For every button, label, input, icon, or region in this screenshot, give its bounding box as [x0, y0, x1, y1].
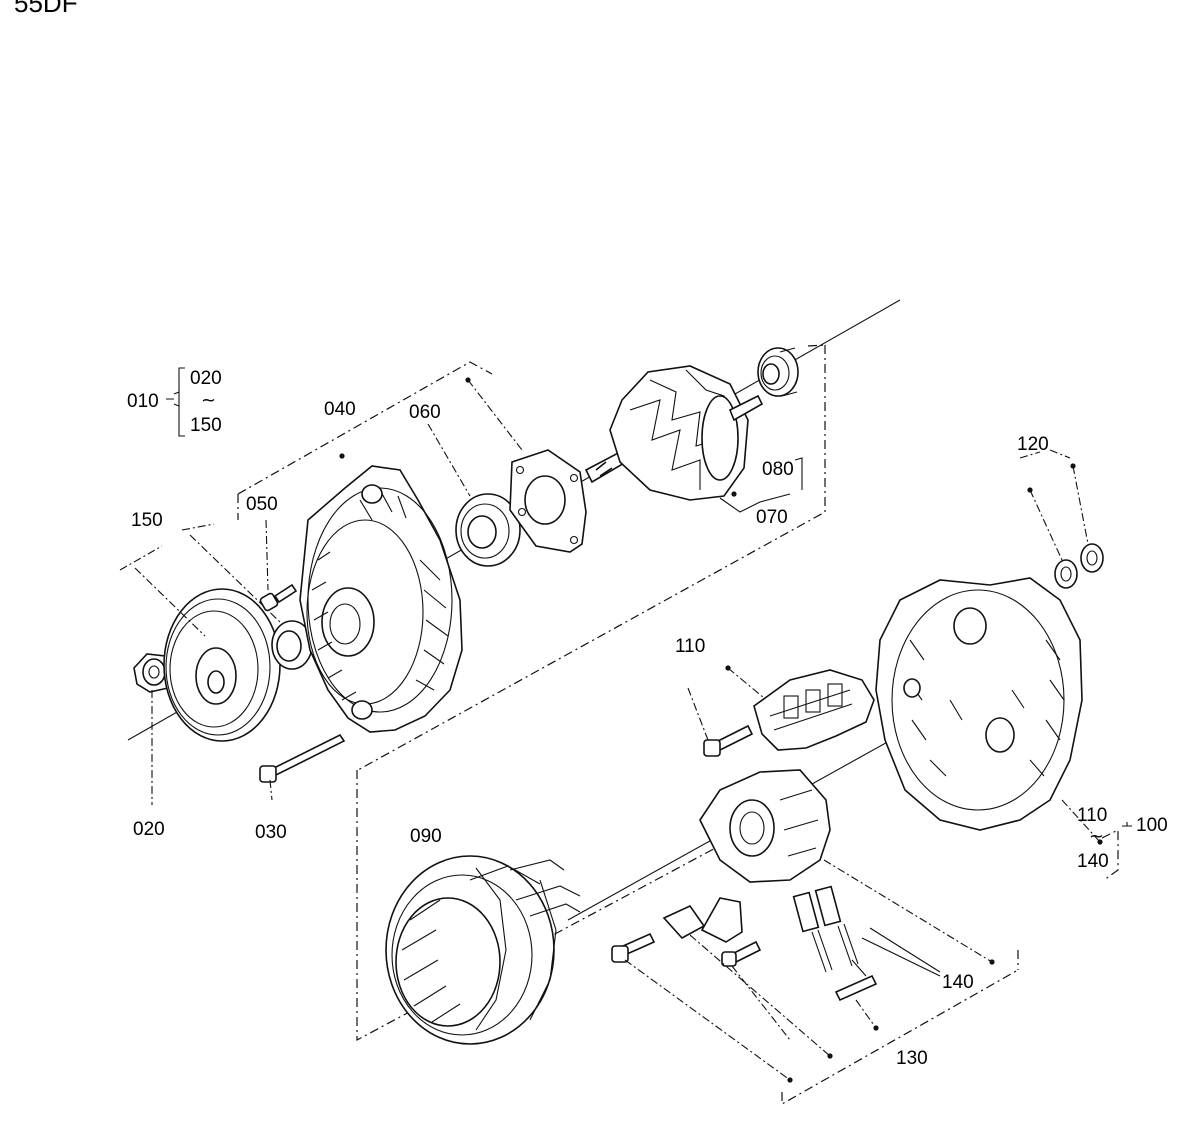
callout-080: 080: [762, 459, 794, 480]
rotor-070: [584, 365, 764, 501]
callout-050: 050: [246, 494, 278, 515]
callout-110-range-start: 110: [1077, 805, 1107, 826]
regulator-110: [687, 665, 875, 757]
range-symbol-rear: ~: [1089, 826, 1104, 847]
rectifier-assembly: [611, 769, 995, 1083]
screw-050: [259, 519, 298, 612]
range-symbol: ~: [201, 390, 216, 411]
rear-assembly-frame: [781, 829, 1119, 1106]
rear-bearing-080: [757, 347, 799, 397]
callout-040: 040: [324, 399, 356, 420]
spacer-collar: [189, 534, 313, 670]
callout-070: 070: [756, 507, 788, 528]
bushings-120: [1027, 463, 1104, 589]
brushes-140: [792, 885, 941, 1031]
callout-130: 130: [896, 1048, 928, 1069]
retainer-plate: [465, 377, 587, 553]
callout-120: 120: [1017, 434, 1049, 455]
callout-060: 060: [409, 402, 441, 423]
callout-030: 030: [255, 822, 287, 843]
callout-140-range-end: 140: [1077, 851, 1109, 872]
callout-010: 010: [127, 391, 159, 412]
callout-090: 090: [410, 826, 442, 847]
callout-020-range-start: 020: [190, 368, 222, 389]
callout-100: 100: [1136, 815, 1168, 836]
callout-140: 140: [942, 972, 974, 993]
page-header-text: 55DF: [14, 0, 78, 18]
callout-020: 020: [133, 819, 165, 840]
callout-150: 150: [131, 510, 163, 531]
callout-110: 110: [675, 636, 705, 657]
bearing-060: [427, 423, 521, 567]
front-assembly-frame: [237, 344, 826, 1042]
rear-housing-100: [875, 577, 1103, 845]
stator-090: [385, 855, 581, 1045]
pulley-150: [134, 567, 281, 742]
callout-brackets: [119, 367, 1132, 827]
front-housing-040: [259, 453, 463, 801]
callout-150-range-end: 150: [190, 415, 222, 436]
